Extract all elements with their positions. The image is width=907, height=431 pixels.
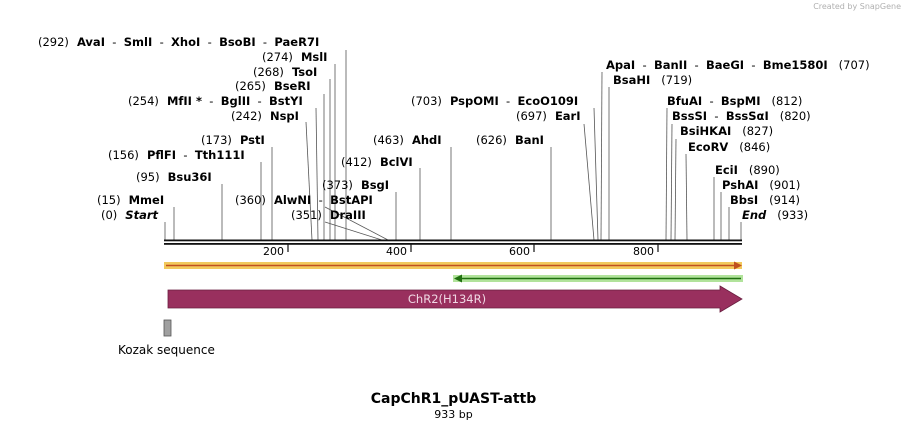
label-173: (173) PstI — [201, 133, 265, 147]
label-373: (373) BsgI — [322, 178, 389, 192]
cds-arrow: ChR2(H134R) — [167, 285, 743, 313]
leader-360 — [324, 206, 389, 241]
cut-site-labels: (292) AvaI - SmlI - XhoI - BsoBI - PaeR7… — [38, 35, 870, 222]
label-626: (626) BanI — [476, 133, 544, 147]
label-697: (697) EarI — [516, 109, 581, 123]
label-412: (412) BclVI — [341, 155, 413, 169]
snapgene-credit: Created by SnapGene — [813, 2, 901, 11]
label-827: BsiHKAI (827) — [680, 124, 773, 138]
label-292: (292) AvaI - SmlI - XhoI - BsoBI - PaeR7… — [38, 35, 319, 49]
label-351: (351) DraIII — [291, 208, 366, 222]
ruler-tick-400: 400 — [386, 245, 407, 258]
leader-254 — [315, 107, 319, 241]
label-812: BfuAI - BspMI (812) — [667, 94, 802, 108]
ruler-tick-600: 600 — [509, 245, 530, 258]
leader-351 — [324, 221, 383, 241]
map-title: CapChR1_pUAST-attb — [370, 391, 537, 407]
label-933: End (933) — [742, 208, 808, 222]
label-95: (95) Bsu36I — [136, 170, 212, 184]
label-703: (703) PspOMI - EcoO109I — [411, 94, 578, 108]
leader-697 — [583, 123, 595, 241]
leader-707 — [600, 71, 603, 241]
ruler-tick-200: 200 — [263, 245, 284, 258]
ruler-tick-800: 800 — [633, 245, 654, 258]
leader-242 — [305, 121, 313, 241]
label-274: (274) MslI — [262, 50, 327, 64]
label-0: (0) Start — [101, 208, 159, 222]
map-size: 933 bp — [434, 408, 473, 421]
orange-feature — [164, 261, 742, 270]
leader-827 — [674, 138, 677, 241]
label-360: (360) AlwNI - BstAPI — [235, 193, 373, 207]
leader-820 — [670, 123, 673, 241]
label-719: BsaHI (719) — [613, 73, 692, 87]
leader-703 — [593, 107, 599, 241]
label-820: BssSI - BssSαI (820) — [672, 109, 811, 123]
label-156: (156) PflFI - Tth111I — [108, 148, 245, 162]
label-254: (254) MfII * - BglII - BstYI — [128, 94, 303, 108]
leader-812 — [665, 107, 668, 241]
kozak-label: Kozak sequence — [118, 343, 215, 357]
cut-site-leader-lines — [164, 50, 742, 241]
label-890: EciI (890) — [715, 163, 780, 177]
label-914: BbsI (914) — [730, 193, 800, 207]
label-901: PshAI (901) — [722, 178, 800, 192]
leader-846 — [685, 153, 688, 241]
ruler — [287, 244, 659, 252]
label-15: (15) MmeI — [97, 193, 164, 207]
green-feature — [453, 274, 743, 283]
label-268: (268) TsoI — [253, 65, 317, 79]
label-846: EcoRV (846) — [688, 140, 770, 154]
kozak-box — [163, 319, 172, 337]
dna-backbone — [164, 239, 742, 245]
label-242: (242) NspI — [231, 109, 299, 123]
label-707: ApaI - BanII - BaeGI - Bme1580I (707) — [606, 58, 870, 72]
cds-label: ChR2(H134R) — [408, 292, 486, 306]
label-265: (265) BseRI — [235, 79, 311, 93]
label-463: (463) AhdI — [373, 133, 442, 147]
